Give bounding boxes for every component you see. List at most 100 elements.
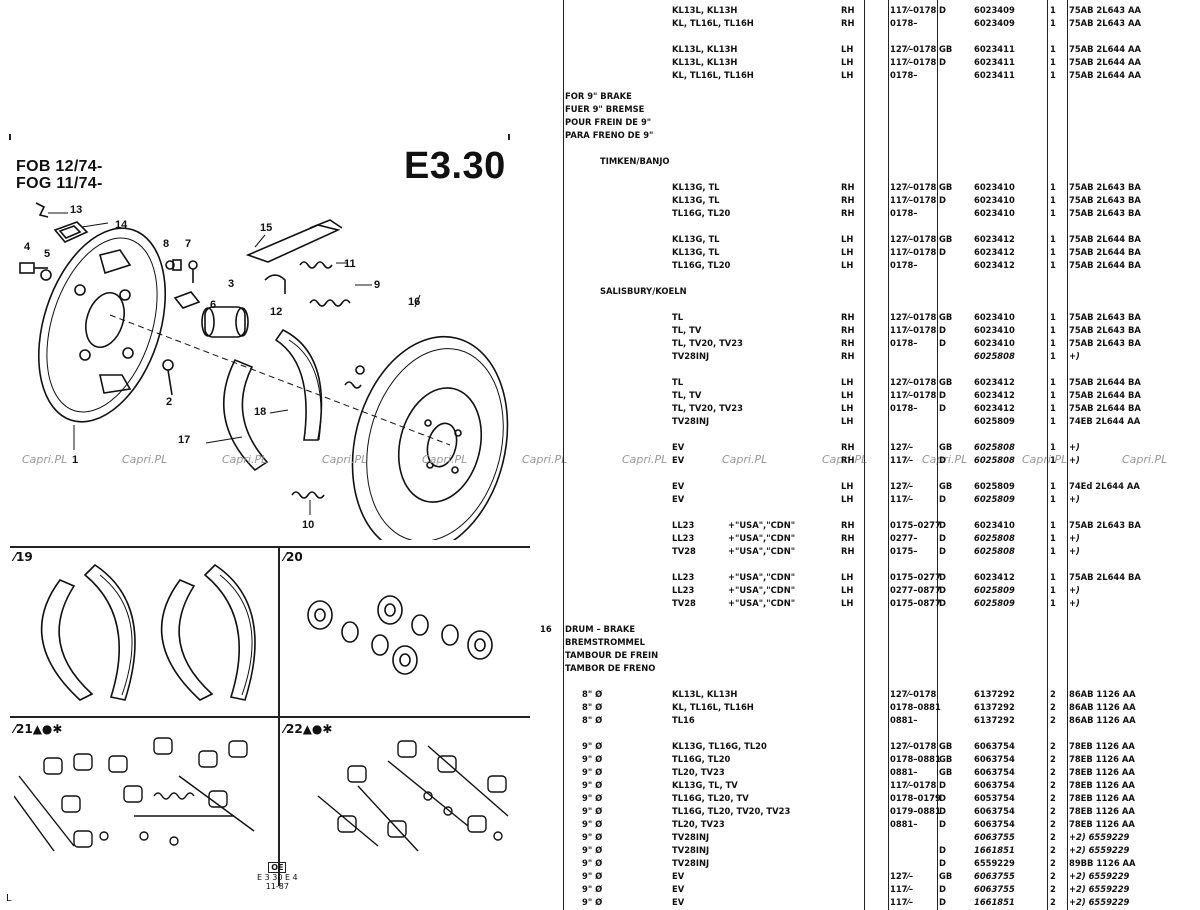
cell-date-range: 0178– [890,208,918,218]
cell-date-range: 127⁄–0178 [890,312,937,322]
cell-side: LH [841,403,854,413]
cell-part-number: 6025809 [974,598,1015,608]
cell-side: RH [841,325,855,335]
brake-shoe [223,358,269,472]
cell-engineering-number: 86AB 1126 AA [1069,689,1136,699]
callout-4: 4 [24,241,31,253]
cell-part-number: 6063754 [974,806,1015,816]
cell-quantity: 1 [1050,494,1056,504]
cell-side: RH [841,18,855,28]
cell-quantity: 2 [1050,871,1056,881]
cell-description: POUR FREIN DE 9" [565,117,652,127]
cell-date-range: 127⁄–0178 [890,182,937,192]
cell-side: LH [841,57,854,67]
cell-description: 9" Ø [582,832,603,842]
cell-engineering-number: 75AB 2L643 BA [1069,338,1141,348]
cell-part-number: 1661851 [974,845,1015,855]
cell-market-note: +"USA","CDN" [728,520,796,530]
cell-date-range: 0178–0881 [890,702,941,712]
cell-quantity: 1 [1050,247,1056,257]
cell-side: LH [841,247,854,257]
cell-date-range: 0179–0881 [890,806,941,816]
cell-market: GB [939,234,953,244]
panel-label-21: ⁄21▲●✱ [14,722,63,736]
cell-model: TL20, TV23 [672,819,725,829]
cell-side: LH [841,416,854,426]
cell-quantity: 2 [1050,715,1056,725]
cell-market: D [939,494,946,504]
cell-engineering-number: +2) 6559229 [1069,871,1130,881]
cell-date-range: 127⁄– [890,481,914,491]
cell-engineering-number: 75AB 2L643 BA [1069,195,1141,205]
cell-model: KL13L, KL13H [672,5,738,15]
column-rule [937,0,938,910]
cell-model: EV [672,481,685,491]
cell-market: D [939,858,946,868]
cell-description: 8" Ø [582,702,603,712]
cell-date-range: 0277–0877 [890,585,941,595]
cell-engineering-number: 78EB 1126 AA [1069,767,1135,777]
scan-mark: L [6,893,12,904]
cell-part-number: 6063754 [974,819,1015,829]
cell-quantity: 1 [1050,546,1056,556]
cell-date-range: 117⁄–0178 [890,780,937,790]
callout-13: 13 [70,204,82,216]
cell-date-range: 0881– [890,715,918,725]
cell-part-number: 6559229 [974,858,1015,868]
cell-engineering-number: +) [1069,585,1080,595]
cell-market: GB [939,871,953,881]
cell-model: LL23 [672,585,695,595]
cell-quantity: 2 [1050,741,1056,751]
cell-quantity: 2 [1050,845,1056,855]
cell-part-number: 6025809 [974,481,1015,491]
cell-date-range: 0178–0179 [890,793,941,803]
cell-engineering-number: +) [1069,351,1080,361]
cell-engineering-number: +) [1069,455,1080,465]
cell-market: D [939,338,946,348]
cell-engineering-number: 74EB 2L644 AA [1069,416,1141,426]
callout-12: 12 [270,306,282,318]
cell-market: D [939,247,946,257]
cell-engineering-number: 75AB 2L644 BA [1069,572,1141,582]
callout-7: 7 [185,238,191,250]
cell-quantity: 1 [1050,481,1056,491]
cell-market: D [939,806,946,816]
cell-description: FOR 9" BRAKE [565,91,632,101]
cell-date-range: 0175– [890,546,918,556]
panel-divider [10,546,530,548]
watermark: Capri.PL [822,453,868,466]
cell-quantity: 1 [1050,442,1056,452]
cell-engineering-number: 78EB 1126 AA [1069,806,1135,816]
cell-description: 9" Ø [582,845,603,855]
watermark: Capri.PL [522,453,568,466]
cell-model: KL13G, TL [672,247,720,257]
cell-market: D [939,793,946,803]
cell-part-number: 6023410 [974,182,1015,192]
cell-date-range: 117⁄–0178 [890,57,937,67]
cell-market-note: +"USA","CDN" [728,546,796,556]
cell-part-number: 6023410 [974,325,1015,335]
cell-part-number: 6063755 [974,871,1015,881]
callout-10: 10 [302,519,314,531]
cell-model: TV28INJ [672,351,710,361]
cell-market: D [939,195,946,205]
backing-plate [37,227,167,423]
cell-description: PARA FRENO DE 9" [565,130,654,140]
cell-engineering-number: 78EB 1126 AA [1069,780,1135,790]
cell-part-number: 6025809 [974,494,1015,504]
cell-market: GB [939,741,953,751]
cell-model: TL, TV [672,390,702,400]
cell-engineering-number: 75AB 2L644 AA [1069,57,1141,67]
cell-model: EV [672,442,685,452]
cell-part-number: 6137292 [974,689,1015,699]
cell-side: LH [841,494,854,504]
cell-model: KL, TL16L, TL16H [672,702,754,712]
cell-market: GB [939,377,953,387]
cell-market-note: +"USA","CDN" [728,572,796,582]
callout-6: 6 [210,299,216,311]
cell-part-number: 6023409 [974,18,1015,28]
cell-date-range: 127⁄–0178 [890,44,937,54]
cell-part-number: 6025808 [974,455,1015,465]
cell-model: TL16G, TL20 [672,208,731,218]
